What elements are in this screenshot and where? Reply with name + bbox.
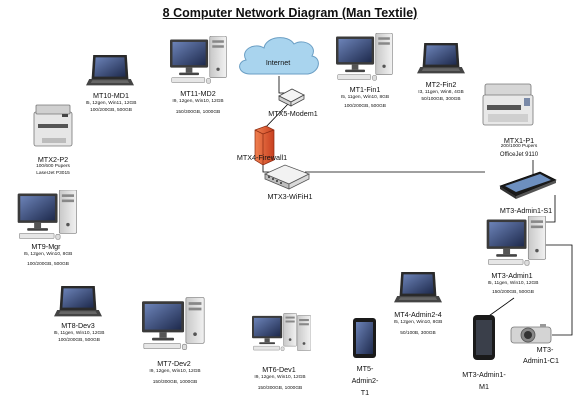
spec-fin1-1: I5, 11gen, Win10, 8GB bbox=[340, 95, 390, 100]
desktop-icon-admin1 bbox=[486, 216, 547, 266]
label-p1: MTX1-P1 bbox=[503, 136, 535, 145]
spec-p2-2: LaserJet P3015 bbox=[36, 171, 70, 176]
link-s1-admin1 bbox=[545, 195, 556, 223]
internet-cloud-icon bbox=[239, 37, 319, 75]
camera-icon bbox=[510, 324, 552, 344]
laptop-icon-md1 bbox=[86, 55, 134, 86]
label-dev3: MT8-Dev3 bbox=[61, 321, 95, 330]
spec-admin24-2: 50/100B, 300GB bbox=[400, 331, 436, 336]
spec-dev3-1: I5, 11gen, Win10, 12GB bbox=[53, 331, 105, 336]
spec-fin2-1: I3, 11gen, Win8, 4GB bbox=[418, 90, 464, 95]
diagram-title: 8 Computer Network Diagram (Man Textile) bbox=[162, 6, 418, 20]
laptop-icon-admin24 bbox=[394, 272, 442, 303]
label-mgr: MT9-Mgr bbox=[31, 242, 61, 251]
label-c1-line1: MT3- bbox=[536, 345, 554, 354]
spec-dev2-2: 150/300GB, 1000GB bbox=[152, 380, 198, 385]
spec-dev1-1: I9, 12gen, Win10, 12GB bbox=[254, 375, 306, 380]
spec-mgr-2: 100/200GB, 500GB bbox=[27, 262, 69, 267]
wifi-switch-icon bbox=[263, 164, 310, 190]
label-firewall: MTX4-Firewall1 bbox=[236, 153, 288, 162]
scanner-icon bbox=[499, 171, 557, 199]
label-s1: MT3-Admin1-S1 bbox=[499, 206, 553, 215]
mfp-printer-icon bbox=[482, 83, 534, 126]
spec-p2-1: 100/600 Pupers bbox=[36, 164, 70, 169]
link-internet-modem bbox=[278, 76, 290, 94]
spec-dev3-2: 100/200GB, 500GB bbox=[58, 338, 100, 343]
link-admin1-c1 bbox=[545, 244, 573, 336]
link-modem-firewall bbox=[262, 103, 289, 131]
spec-p1-2: OfficeJet 9110 bbox=[499, 152, 539, 158]
spec-mgr-1: I5, 12gen, Win10, 8GB bbox=[23, 252, 73, 257]
laptop-icon-fin2 bbox=[417, 43, 465, 74]
label-p2: MTX2-P2 bbox=[37, 155, 69, 164]
connection-lines bbox=[262, 76, 573, 336]
link-admin1-m1 bbox=[485, 297, 515, 319]
label-fin2: MT2-Fin2 bbox=[425, 80, 457, 89]
spec-md2-2: 150/300GB, 1000GB bbox=[175, 110, 221, 115]
label-t1-line1: MT5- bbox=[356, 364, 374, 373]
spec-md2-1: I9, 12gen, Win10, 12GB bbox=[172, 99, 224, 104]
label-fin1: MT1-Fin1 bbox=[349, 85, 381, 94]
label-md1: MT10-MD1 bbox=[93, 91, 129, 100]
laser-printer-icon bbox=[33, 104, 73, 147]
spec-p1-1: 200/1000 Pupers bbox=[500, 144, 538, 149]
label-dev2: MT7-Dev2 bbox=[157, 359, 191, 368]
modem-icon bbox=[278, 88, 305, 107]
label-md2: MT11-MD2 bbox=[180, 89, 216, 98]
spec-md1-1: I5, 12gen, Win11, 12GB bbox=[85, 101, 137, 106]
spec-admin1-2: 150/200GB, 500GB bbox=[492, 290, 534, 295]
label-internet: Internet bbox=[265, 58, 291, 67]
desktop-icon-md2 bbox=[170, 36, 227, 84]
spec-fin2-2: 50/100GB, 300GB bbox=[421, 97, 461, 102]
tower-icon-dev1 bbox=[297, 315, 311, 351]
desktop-icon-mgr bbox=[17, 190, 78, 240]
tablet-icon bbox=[353, 318, 376, 358]
spec-dev2-1: I9, 12gen, Win10, 12GB bbox=[149, 369, 201, 374]
label-wifi: MTX3-WiFiH1 bbox=[267, 192, 313, 201]
label-admin1: MT3-Admin1 bbox=[491, 271, 533, 280]
label-m1-line2: M1 bbox=[479, 382, 489, 391]
desktop-icon-fin1 bbox=[336, 33, 393, 81]
spec-dev1-2: 150/300GB, 1000GB bbox=[257, 386, 303, 391]
label-t1-line2: Admin2- bbox=[351, 376, 379, 385]
laptop-icon-dev3 bbox=[54, 286, 102, 317]
label-admin24: MT4-Admin2-4 bbox=[394, 310, 442, 319]
label-c1-line2: Admin1-C1 bbox=[523, 356, 559, 365]
label-t1-line3: T1 bbox=[360, 388, 370, 397]
label-dev1: MT6-Dev1 bbox=[262, 365, 296, 374]
spec-admin24-1: I5, 12gen, Win10, 8GB bbox=[393, 320, 443, 325]
desktop-icon-dev1 bbox=[252, 313, 298, 352]
firewall-icon bbox=[254, 125, 275, 166]
desktop-icon-dev2 bbox=[142, 297, 205, 351]
spec-md1-2: 100/200GB, 500GB bbox=[90, 108, 132, 113]
label-modem: MTX5-Modem1 bbox=[268, 109, 318, 118]
mobile-phone-icon bbox=[473, 315, 495, 360]
label-m1-line1: MT3-Admin1- bbox=[462, 370, 506, 379]
spec-fin1-2: 100/200GB, 500GB bbox=[344, 104, 386, 109]
spec-admin1-1: I5, 11gen, Win10, 12GB bbox=[487, 281, 539, 286]
